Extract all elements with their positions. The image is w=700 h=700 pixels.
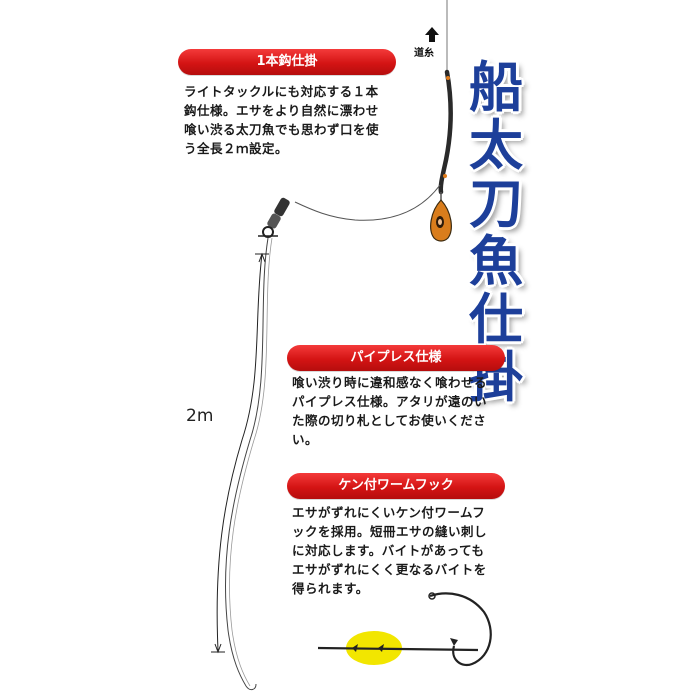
length-label: 2m [186,406,214,426]
section-text-pipeless: 喰い渋り時に違和感なく喰わせる パイプレス仕様。アタリが遠のい た際の切り札とし… [292,375,488,447]
main-line-label: 道糸 [414,48,434,59]
sinker [430,192,452,242]
cushion-tube [438,69,453,195]
title-char: 船 [469,55,523,119]
section-text-single-hook: ライトタックルにも対応する１本 鈎仕様。エサをより自然に漂わせ 喰い渋る太刀魚で… [184,84,380,156]
title-char: 魚 [469,229,523,293]
tube-beads [443,76,450,178]
swivel [258,197,290,238]
vertical-title: 船 太 刀 魚 仕 掛 [456,58,536,406]
length-dimension [211,252,269,654]
section-heading-single-hook: 1本鈎仕掛 [178,49,396,75]
section-heading-worm-hook: ケン付ワームフック [287,473,505,499]
title-char: 仕 [469,287,523,351]
leader-line [224,237,269,691]
branch-wire [294,184,441,221]
title-char: 太 [469,113,523,177]
worm-hook [317,592,492,667]
leader-line-shadow [229,237,273,687]
title-char: 刀 [469,171,523,235]
section-heading-pipeless: パイプレス仕様 [287,345,505,371]
section-text-worm-hook: エサがずれにくいケン付ワームフ ックを採用。短冊エサの縫い刺し に対応します。バ… [292,505,488,596]
up-arrow-icon [425,27,439,42]
